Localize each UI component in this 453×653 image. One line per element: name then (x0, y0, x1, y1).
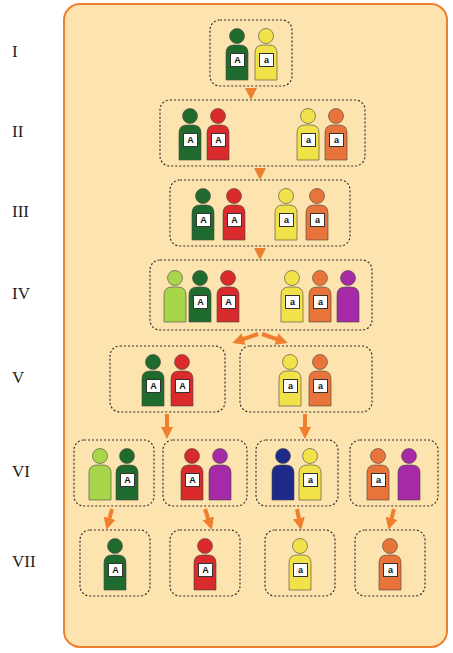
sign-letter: a (318, 381, 323, 391)
person-figure (171, 355, 193, 407)
person-figure (281, 271, 303, 323)
person-figure (325, 109, 347, 161)
sign-letter: A (200, 215, 207, 225)
person-figure (272, 449, 294, 501)
held-sign: A (193, 295, 208, 309)
person-figure (217, 271, 239, 323)
sign-letter: a (388, 565, 393, 575)
person-figure (223, 189, 245, 241)
person-figure (189, 271, 211, 323)
stage-numeral: III (12, 202, 29, 222)
person-figure (164, 271, 186, 323)
held-sign: a (303, 473, 318, 487)
person-figure (89, 449, 111, 501)
held-sign: a (313, 295, 328, 309)
held-sign: a (279, 213, 294, 227)
person-figure (181, 449, 203, 501)
person-figure (379, 539, 401, 591)
person-figure (275, 189, 297, 241)
group-outlines (74, 20, 438, 596)
held-sign: a (313, 379, 328, 393)
stage-arrows (108, 88, 394, 524)
held-sign: A (198, 563, 213, 577)
person-figure (337, 271, 359, 323)
held-sign: a (259, 53, 274, 67)
sign-letter: A (112, 565, 119, 575)
sign-letter: a (334, 135, 339, 145)
held-sign: A (175, 379, 190, 393)
stage-numeral: VI (12, 462, 30, 482)
person-figure (226, 29, 248, 81)
background-panel (64, 4, 447, 647)
sign-letter: A (197, 297, 204, 307)
stage-numeral: VII (12, 552, 36, 572)
held-sign: a (310, 213, 325, 227)
held-sign: a (293, 563, 308, 577)
person-figure (207, 109, 229, 161)
person-figure (194, 539, 216, 591)
held-sign: A (230, 53, 245, 67)
held-sign: A (146, 379, 161, 393)
person-figure (116, 449, 138, 501)
held-sign: a (383, 563, 398, 577)
held-sign: A (211, 133, 226, 147)
person-figure (398, 449, 420, 501)
sign-letter: A (187, 135, 194, 145)
sign-letter: A (215, 135, 222, 145)
sign-letter: a (308, 475, 313, 485)
person-figure (367, 449, 389, 501)
held-sign: A (183, 133, 198, 147)
sign-letter: a (288, 381, 293, 391)
sign-letter: a (318, 297, 323, 307)
sign-letter: A (189, 475, 196, 485)
stage-numeral: II (12, 122, 23, 142)
person-figure (179, 109, 201, 161)
person-figure (306, 189, 328, 241)
sign-letter: A (202, 565, 209, 575)
held-sign: A (120, 473, 135, 487)
person-figure (192, 189, 214, 241)
person-figure (289, 539, 311, 591)
sign-letter: A (231, 215, 238, 225)
stage-numeral: I (12, 42, 18, 62)
sign-letter: A (179, 381, 186, 391)
held-sign: a (371, 473, 386, 487)
person-figure (209, 449, 231, 501)
held-sign: A (221, 295, 236, 309)
person-figure (279, 355, 301, 407)
stage-numeral: V (12, 368, 24, 388)
held-sign: A (227, 213, 242, 227)
sign-letter: A (124, 475, 131, 485)
held-sign: a (283, 379, 298, 393)
stage-numeral: IV (12, 284, 30, 304)
sign-letter: a (284, 215, 289, 225)
sign-letter: A (234, 55, 241, 65)
sign-letter: a (298, 565, 303, 575)
person-figure (309, 355, 331, 407)
person-figure (104, 539, 126, 591)
person-figure (309, 271, 331, 323)
sign-letter: a (315, 215, 320, 225)
sign-letter: A (225, 297, 232, 307)
held-sign: A (108, 563, 123, 577)
sign-letter: a (376, 475, 381, 485)
held-sign: a (329, 133, 344, 147)
person-figure (142, 355, 164, 407)
sign-letter: a (290, 297, 295, 307)
person-figure (255, 29, 277, 81)
sign-letter: A (150, 381, 157, 391)
person-figure (299, 449, 321, 501)
person-figure (297, 109, 319, 161)
held-sign: A (185, 473, 200, 487)
people-figures (89, 29, 420, 591)
sign-letter: a (264, 55, 269, 65)
sign-letter: a (306, 135, 311, 145)
held-sign: a (285, 295, 300, 309)
held-sign: A (196, 213, 211, 227)
held-sign: a (301, 133, 316, 147)
